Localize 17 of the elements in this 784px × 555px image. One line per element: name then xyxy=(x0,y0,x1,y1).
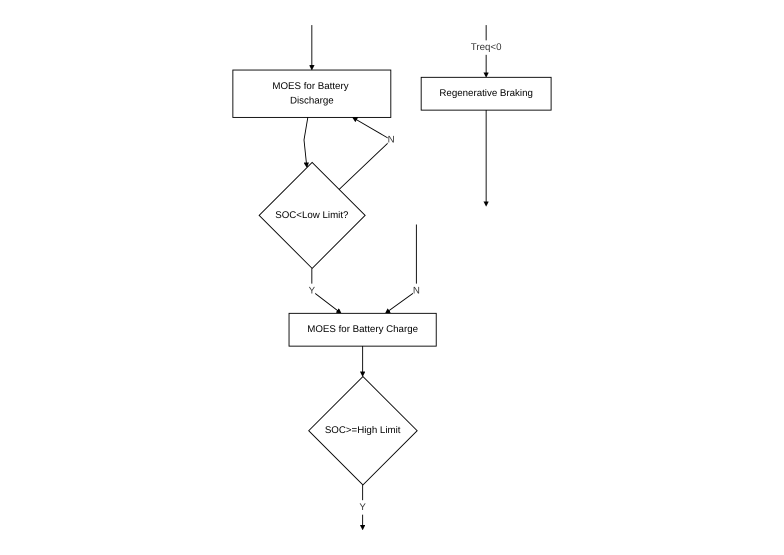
edge-label: Treq<0 xyxy=(470,42,502,52)
arrow xyxy=(304,116,310,168)
edge-label: N xyxy=(388,134,395,145)
edge-label: N xyxy=(412,285,420,296)
node-diamond: SOC>=High Limit xyxy=(308,376,418,486)
node-box: Regenerative Braking xyxy=(420,76,552,111)
arrow xyxy=(385,224,417,314)
arrow xyxy=(309,24,315,70)
node-box: MOES for Battery Discharge xyxy=(232,70,392,118)
arrow xyxy=(360,484,366,530)
edge-label: Y xyxy=(308,285,316,296)
arrow xyxy=(311,268,342,314)
edge-label: Y xyxy=(359,502,366,512)
arrow xyxy=(360,346,366,377)
node-box: MOES for Battery Charge xyxy=(288,312,437,347)
arrow xyxy=(484,110,489,207)
node-diamond: SOC<Low Limit? xyxy=(258,162,366,270)
